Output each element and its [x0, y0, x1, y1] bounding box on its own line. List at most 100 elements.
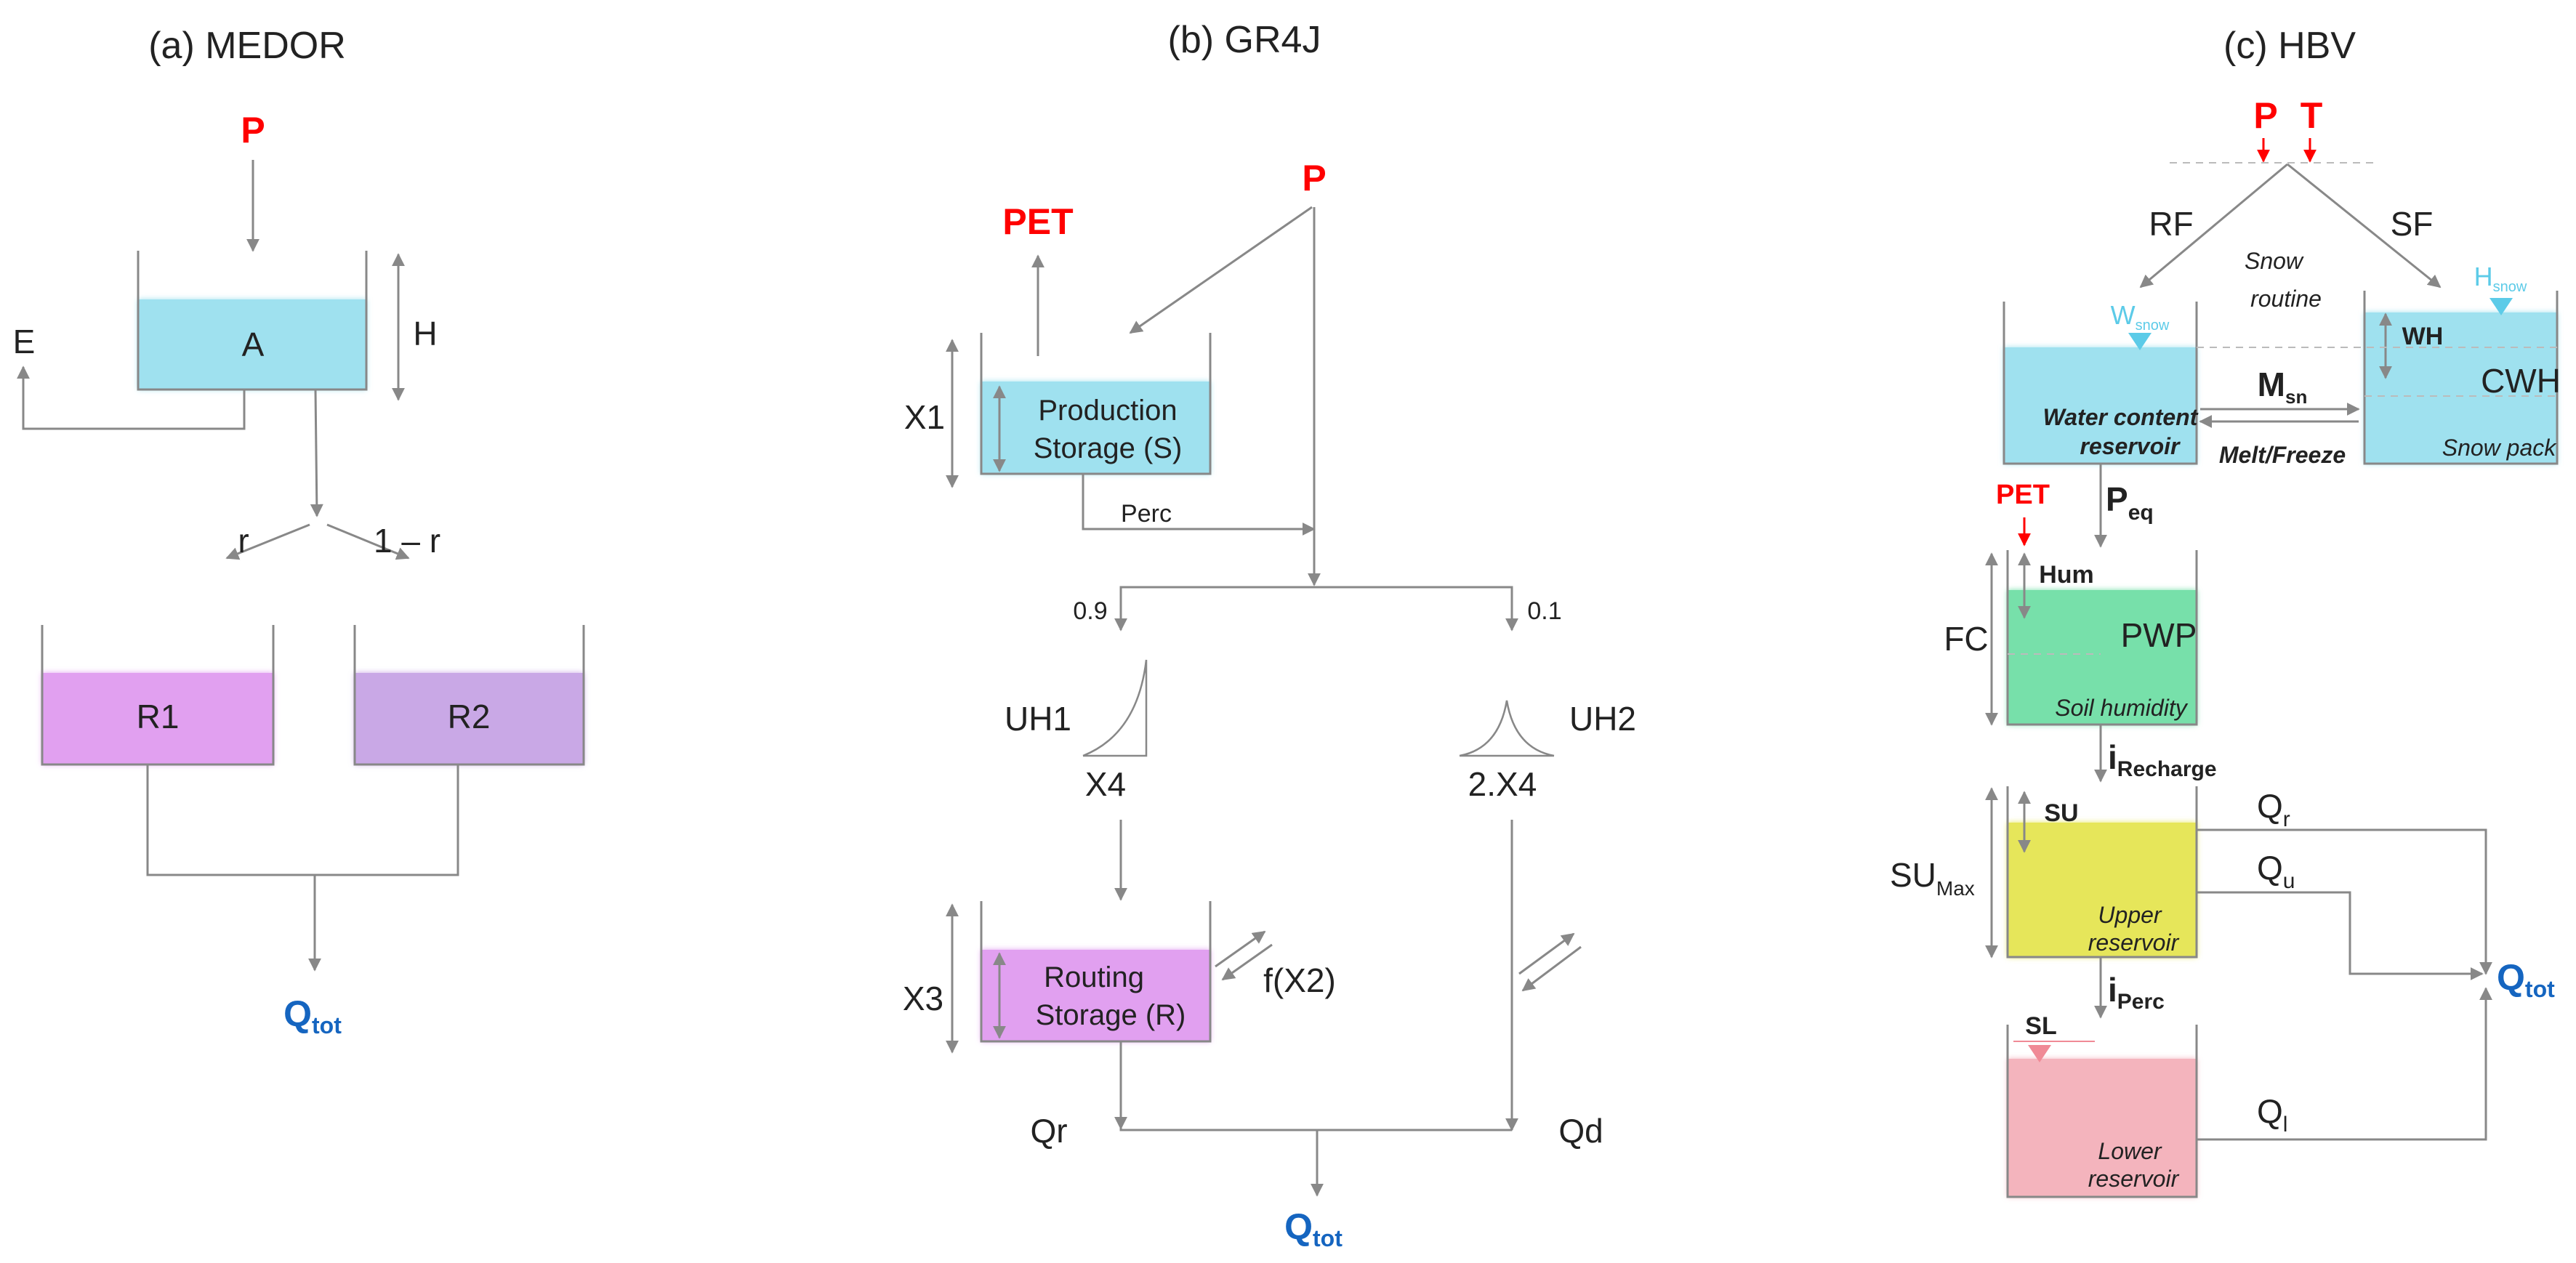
hbv-wsnow-marker — [2128, 333, 2152, 350]
gr4j-output-label: Qtot — [1284, 1206, 1343, 1251]
gr4j-panel: (b) GR4J P PET Production Storage (S) X1… — [903, 19, 1636, 1251]
gr4j-fx2-label: f(X2) — [1263, 961, 1336, 999]
gr4j-perc-label: Perc — [1121, 500, 1172, 528]
medor-panel: (a) MEDOR P A H E r 1 – r R1 R2 Qtot — [13, 25, 585, 1038]
hbv-recharge-label: iRecharge — [2108, 738, 2217, 781]
hbv-water-content-label-1: Water content — [2043, 404, 2199, 430]
hbv-water-content-label-2: reservoir — [2080, 433, 2181, 459]
hbv-upper-label-1: Upper — [2098, 902, 2162, 928]
hbv-sumax-label: SUMax — [1890, 856, 1975, 900]
gr4j-frac-09: 0.9 — [1073, 597, 1107, 625]
medor-store-r1 — [42, 673, 273, 764]
gr4j-frac-01: 0.1 — [1527, 597, 1561, 625]
gr4j-routing-walls — [980, 901, 1212, 1043]
hbv-lower-label-2: reservoir — [2088, 1166, 2180, 1192]
gr4j-split-line — [1119, 586, 1513, 629]
hbv-snow-routine-2: routine — [2250, 286, 2322, 312]
hbv-melt-freeze-label: Melt/Freeze — [2219, 442, 2346, 468]
hbv-peq-label: Peq — [2106, 480, 2154, 525]
hbv-sf-arrow — [2287, 163, 2442, 288]
medor-split-r-label: r — [238, 522, 249, 560]
medor-split-r-arrow — [225, 523, 310, 560]
hbv-su-label: SU — [2044, 799, 2078, 827]
medor-title: (a) MEDOR — [148, 25, 346, 67]
hbv-upper-walls — [2006, 786, 2198, 959]
medor-store-r2 — [355, 673, 584, 764]
gr4j-title: (b) GR4J — [1168, 19, 1321, 61]
gr4j-production-walls — [980, 333, 1212, 475]
medor-store-r2-walls — [353, 625, 585, 766]
hbv-lower-store — [2008, 1059, 2197, 1197]
gr4j-production-store — [981, 382, 1210, 474]
hbv-snow-pack-store — [2364, 312, 2557, 464]
hbv-sl-label: SL — [2025, 1012, 2056, 1040]
gr4j-exchange-in-arrow — [1521, 945, 1582, 992]
gr4j-production-label-2: Storage (S) — [1034, 432, 1183, 464]
medor-height-label: H — [413, 315, 437, 352]
medor-evap-label: E — [13, 323, 36, 360]
medor-collector-line — [146, 764, 459, 876]
gr4j-perc-arrow — [1082, 474, 1316, 536]
hbv-lower-label-1: Lower — [2098, 1138, 2162, 1164]
hbv-hsnow-label: Hsnow — [2474, 262, 2527, 295]
hbv-qr-label: Qr — [2257, 787, 2290, 831]
hbv-rf-label: RF — [2149, 205, 2193, 243]
gr4j-fx2-out-arrow — [1215, 930, 1266, 968]
hbv-pet-label: PET — [1996, 480, 2050, 510]
gr4j-routing-store — [981, 950, 1210, 1041]
medor-input-p: P — [241, 110, 265, 150]
medor-store-r2-label: R2 — [448, 698, 491, 735]
medor-evap-arrow — [17, 366, 246, 430]
hbv-soil-humidity-label: Soil humidity — [2055, 695, 2188, 721]
hbv-wsnow-label: Wsnow — [2111, 300, 2170, 334]
hbv-sf-label: SF — [2391, 205, 2434, 243]
medor-split-1r-arrow — [326, 523, 410, 560]
medor-split-1r-label: 1 – r — [374, 522, 440, 560]
hbv-soil-store — [2008, 590, 2197, 725]
gr4j-routing-label-2: Storage (R) — [1036, 999, 1186, 1031]
hbv-hum-label: Hum — [2039, 561, 2094, 589]
hbv-input-p: P — [2253, 95, 2277, 136]
hbv-output-label: Qtot — [2497, 957, 2555, 1002]
gr4j-collector-line — [1119, 1041, 1512, 1131]
gr4j-qd-label: Qd — [1558, 1112, 1603, 1150]
gr4j-production-label-1: Production — [1038, 395, 1177, 427]
gr4j-routing-label-1: Routing — [1044, 961, 1144, 993]
gr4j-uh2-label: UH2 — [1569, 700, 1636, 738]
gr4j-uh2-shape — [1459, 700, 1555, 757]
hbv-fc-label: FC — [1944, 620, 1988, 658]
medor-a-outflow-arrow — [310, 389, 323, 517]
medor-store-r1-label: R1 — [137, 698, 180, 735]
gr4j-uh1-shape — [1082, 659, 1148, 757]
gr4j-x3-label: X3 — [903, 980, 943, 1017]
hbv-sl-marker — [2028, 1045, 2051, 1062]
hbv-ql-arrow — [2197, 987, 2492, 1141]
gr4j-input-p: P — [1302, 158, 1326, 198]
hbv-snow-pack-label: Snow pack — [2442, 435, 2558, 461]
hbv-qu-arrow — [2197, 891, 2484, 980]
hbv-cwh-label: CWH — [2481, 362, 2561, 400]
hbv-water-content-store — [2004, 347, 2197, 464]
gr4j-p-to-production-arrow — [1129, 206, 1313, 334]
hbv-lower-walls — [2006, 1025, 2198, 1198]
hbv-pwp-label: PWP — [2121, 616, 2197, 654]
hbv-snow-pack-walls — [2363, 291, 2559, 465]
medor-store-a-label: A — [242, 326, 265, 363]
hbv-title: (c) HBV — [2223, 25, 2356, 67]
medor-output-label: Qtot — [283, 993, 342, 1038]
gr4j-x4-label: X4 — [1085, 765, 1126, 803]
hbv-hsnow-marker — [2490, 298, 2513, 315]
hbv-soil-walls — [2006, 550, 2198, 726]
hbv-rf-arrow — [2139, 163, 2288, 288]
hbv-ql-label: Ql — [2257, 1092, 2287, 1137]
medor-store-a — [138, 299, 366, 390]
hbv-input-t: T — [2301, 95, 2323, 136]
gr4j-exchange-out-arrow — [1518, 932, 1575, 975]
hbv-perc-label: iPerc — [2108, 971, 2165, 1014]
medor-store-r1-walls — [41, 625, 275, 766]
gr4j-x1-label: X1 — [904, 398, 945, 436]
gr4j-uh1-label: UH1 — [1005, 700, 1071, 738]
hbv-snow-routine-1: Snow — [2245, 248, 2304, 274]
gr4j-fx2-in-arrow — [1221, 943, 1273, 981]
